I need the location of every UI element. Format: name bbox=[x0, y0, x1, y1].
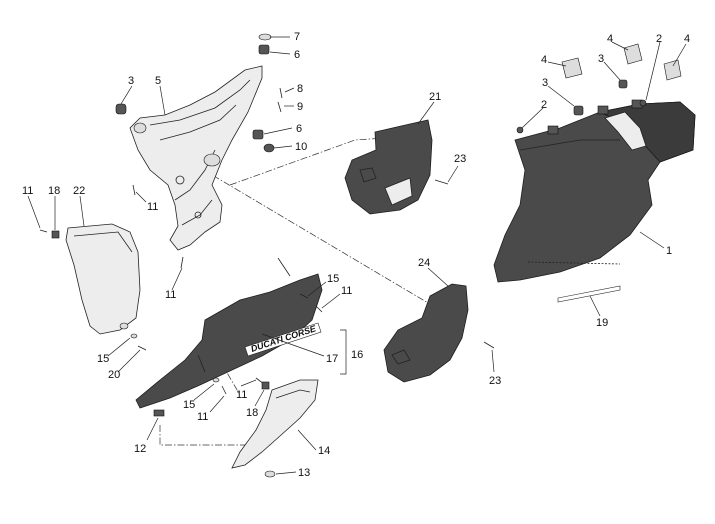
callout-14: 14 bbox=[318, 445, 330, 457]
part-1-hardware bbox=[516, 43, 682, 134]
callout-5: 5 bbox=[155, 75, 161, 87]
part-18-clip-icon bbox=[51, 230, 60, 239]
callout-18: 18 bbox=[48, 185, 60, 197]
part-5-frame-bracket bbox=[129, 65, 263, 251]
callout-1: 1 bbox=[666, 245, 672, 257]
part-15-washer-icon bbox=[299, 293, 309, 299]
part-2-screw-icon bbox=[639, 99, 647, 107]
callout-2: 2 bbox=[541, 99, 547, 111]
callout-6: 6 bbox=[296, 123, 302, 135]
callout-10: 10 bbox=[295, 141, 307, 153]
callout-4: 4 bbox=[684, 33, 690, 45]
part-21-upper-cover bbox=[344, 119, 449, 215]
callout-labels: 7 6 8 9 6 10 3 5 11 18 22 11 11 15 20 21… bbox=[22, 31, 690, 479]
callout-11: 11 bbox=[197, 411, 208, 423]
callout-17: 17 bbox=[326, 353, 338, 365]
part-20-screw-icon bbox=[137, 345, 147, 351]
callout-15: 15 bbox=[97, 353, 109, 365]
part-15-washer-icon bbox=[212, 377, 220, 383]
part-23-screw-icon bbox=[483, 341, 495, 349]
leader-lines bbox=[27, 36, 687, 475]
part-11-screw-icon bbox=[132, 184, 136, 196]
callout-15: 15 bbox=[183, 399, 195, 411]
part-6-grommet-icon bbox=[252, 129, 264, 140]
part-2-screw-icon bbox=[516, 126, 524, 134]
part-10-nut-icon bbox=[263, 143, 275, 153]
part-3-grommet-icon bbox=[618, 79, 628, 89]
part-7-rivet-icon bbox=[258, 33, 272, 41]
part-11-screw-icon bbox=[221, 385, 227, 395]
callout-8: 8 bbox=[297, 83, 303, 95]
callout-11: 11 bbox=[341, 285, 352, 297]
callout-11: 11 bbox=[236, 389, 247, 401]
callout-7: 7 bbox=[294, 31, 300, 43]
callout-24: 24 bbox=[418, 257, 430, 269]
part-8-pin-icon bbox=[279, 87, 283, 99]
part-23-screw-icon bbox=[434, 179, 449, 185]
callout-11: 11 bbox=[22, 185, 33, 197]
part-12-clip-icon bbox=[153, 409, 165, 417]
callout-2: 2 bbox=[656, 33, 662, 45]
part-4-pad-icon bbox=[561, 57, 583, 79]
callout-13: 13 bbox=[298, 467, 310, 479]
bracket-16 bbox=[340, 329, 347, 375]
callout-4: 4 bbox=[607, 33, 613, 45]
callout-23: 23 bbox=[454, 153, 466, 165]
callout-18: 18 bbox=[246, 407, 258, 419]
part-3-grommet-icon bbox=[115, 103, 127, 115]
part-22-side-panel bbox=[39, 223, 147, 351]
part-4-pad-icon bbox=[663, 59, 682, 81]
part-9-screw-icon bbox=[277, 101, 282, 113]
callout-20: 20 bbox=[108, 369, 120, 381]
callout-3: 3 bbox=[598, 53, 604, 65]
part-13-screw-icon bbox=[264, 470, 276, 478]
part-18-clip-icon bbox=[261, 381, 270, 390]
callout-11: 11 bbox=[147, 201, 158, 213]
callout-21: 21 bbox=[429, 91, 441, 103]
part-24-lower-cover bbox=[383, 283, 495, 383]
callout-6: 6 bbox=[294, 49, 300, 61]
part-3-grommet-icon bbox=[573, 105, 584, 116]
decal-strip bbox=[244, 322, 322, 357]
part-14-lower-panel bbox=[231, 377, 319, 478]
callout-11: 11 bbox=[165, 289, 176, 301]
callout-22: 22 bbox=[73, 185, 85, 197]
callout-3: 3 bbox=[128, 75, 134, 87]
callout-23: 23 bbox=[489, 375, 501, 387]
part-11-screw-icon bbox=[315, 305, 323, 313]
part-4-pad-icon bbox=[623, 43, 643, 65]
part-19-strip bbox=[557, 285, 621, 303]
part-11-screw-icon bbox=[180, 256, 184, 269]
part-6-grommet-icon bbox=[258, 44, 270, 55]
callout-12: 12 bbox=[134, 443, 146, 455]
part-1-main-fairing bbox=[493, 99, 696, 283]
callout-19: 19 bbox=[596, 317, 608, 329]
callout-15: 15 bbox=[327, 273, 339, 285]
part-15-washer-icon bbox=[130, 333, 138, 339]
callout-3: 3 bbox=[542, 77, 548, 89]
part-11-screw-icon bbox=[39, 229, 48, 233]
callout-16: 16 bbox=[351, 349, 363, 361]
bracket-icon bbox=[277, 257, 291, 277]
callout-4: 4 bbox=[541, 54, 547, 66]
callout-9: 9 bbox=[297, 101, 303, 113]
